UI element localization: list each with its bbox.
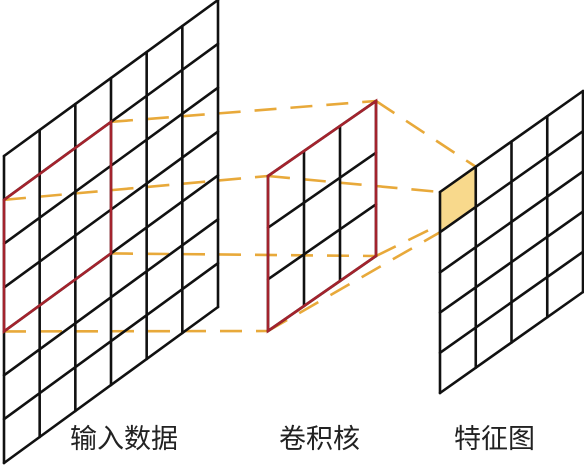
feature-map-grid-hline [438,250,584,355]
kernel-label: 卷积核 [279,424,360,455]
feature-map-grid-hline [438,170,584,274]
projection-line-input-to-kernel [110,99,377,124]
projection-line-kernel-to-feature [267,174,441,194]
receptive-field-outline [2,119,113,334]
projection-line-input-to-kernel [3,174,269,202]
feature-map-grid-hline [438,129,584,234]
kernel-grid-hline [266,203,378,281]
feature-map-grid [438,89,584,395]
input-grid-hline [2,305,220,465]
input-grid-hline [2,261,220,421]
projection-line-input-to-kernel [110,252,377,258]
kernel-grid-hline [266,151,378,229]
projection-line-kernel-to-feature [267,231,441,333]
input-grid-hline [2,217,220,377]
feature-map-grid-hline [438,290,584,395]
receptive-field-border [2,119,113,334]
kernel-border [266,98,378,334]
kernel-grid [266,98,378,334]
projection-lines [3,99,477,333]
feature-map-label: 特征图 [454,424,535,455]
input-data-label: 输入数据 [70,424,178,455]
feature-map-grid-hline [438,89,584,194]
projection-line-kernel-to-feature [375,99,477,168]
feature-map-grid-hline [438,210,584,314]
feature-map-highlight-cell [440,166,476,233]
input-grid-hline [2,0,220,158]
